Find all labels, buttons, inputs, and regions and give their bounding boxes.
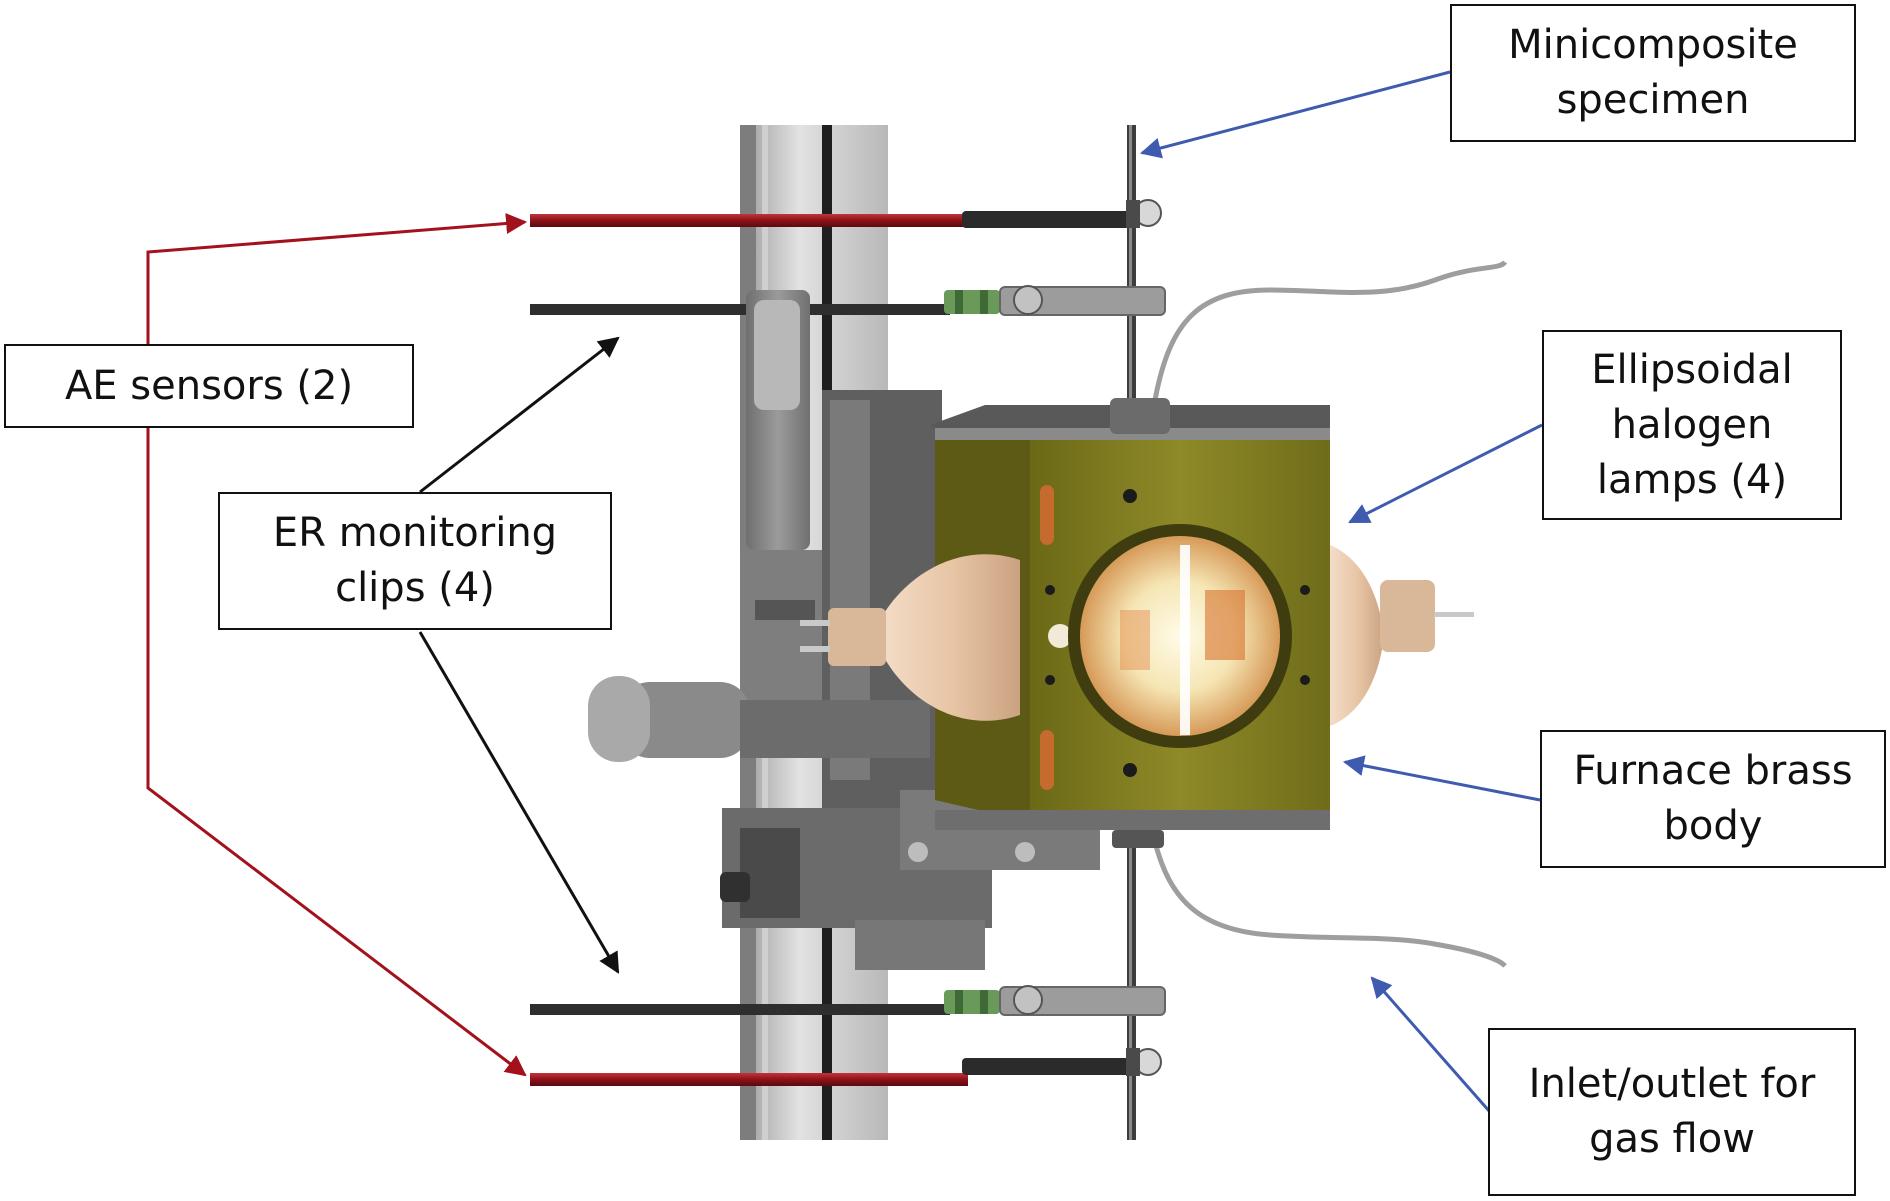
ae-sensor-bottom	[530, 1048, 1162, 1086]
label-inlet-line2: gas flow	[1589, 1116, 1755, 1162]
label-lamps-line1: Ellipsoidal	[1591, 346, 1793, 393]
grip-assembly	[588, 290, 1100, 970]
specimen-arrow	[1139, 70, 1451, 159]
ae-arrow-top	[146, 213, 528, 344]
furnace-body-icon	[930, 405, 1330, 830]
label-furnace-line2: body	[1663, 803, 1763, 849]
er-clip-bottom	[530, 985, 1166, 1016]
label-minicomposite-line1: Minicomposite	[1508, 22, 1798, 68]
halogen-lamp-icon	[800, 545, 1474, 726]
label-minicomposite-specimen: Minicomposite specimen	[1450, 4, 1856, 142]
furnace-arrow	[1342, 755, 1541, 802]
label-inlet-line1: Inlet/outlet for	[1528, 1061, 1816, 1107]
gas-tubes	[1152, 260, 1508, 968]
lamps-arrow	[1348, 423, 1543, 524]
label-ae-sensors-line1: AE sensors (2)	[64, 362, 354, 409]
ae-sensor-top	[530, 199, 1162, 228]
label-lamps-line2: halogen	[1611, 401, 1773, 448]
label-halogen-lamps: Ellipsoidal halogen lamps (4)	[1542, 330, 1842, 520]
label-furnace-line1: Furnace brass	[1573, 748, 1853, 794]
label-er-clips-line1: ER monitoring	[272, 510, 558, 556]
inlet-arrow	[1370, 976, 1492, 1113]
er-arrow-top	[419, 336, 620, 494]
label-furnace-brass-body: Furnace brass body	[1540, 730, 1886, 868]
label-er-monitoring-clips: ER monitoring clips (4)	[218, 492, 612, 630]
gas-fittings	[1110, 398, 1170, 848]
label-er-clips-line2: clips (4)	[335, 565, 495, 611]
er-arrow-bottom	[418, 631, 620, 974]
label-ae-sensors: AE sensors (2)	[4, 344, 414, 428]
label-inlet-outlet-gas-flow: Inlet/outlet for gas flow	[1488, 1028, 1856, 1196]
ae-arrow-bottom	[146, 428, 527, 1077]
er-clip-top	[530, 285, 1166, 316]
label-minicomposite-line2: specimen	[1556, 77, 1750, 123]
label-lamps-line3: lamps (4)	[1596, 456, 1788, 503]
